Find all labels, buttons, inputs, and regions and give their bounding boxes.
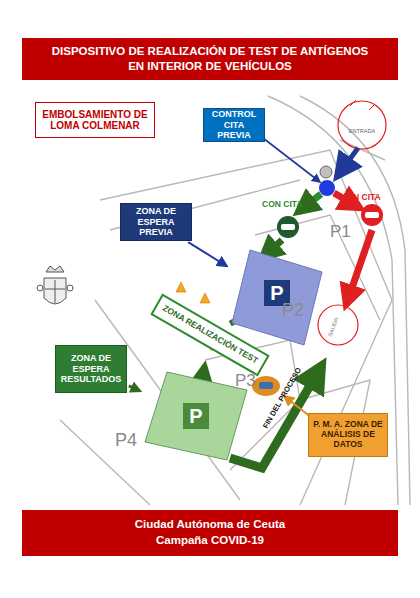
entrance-ticks bbox=[350, 100, 375, 110]
flow-label: CON CITA bbox=[262, 199, 302, 209]
parking-id: P3 bbox=[235, 371, 256, 391]
entrance-circle bbox=[338, 101, 386, 149]
pma-vehicle bbox=[252, 376, 280, 396]
waiting-zone-box: ZONA DE ESPERA PREVIA bbox=[120, 203, 192, 241]
exit-circle bbox=[318, 305, 358, 345]
title-text: DISPOSITIVO DE REALIZACIÓN DE TEST DE AN… bbox=[45, 44, 375, 74]
flow-arrow bbox=[203, 366, 205, 378]
control-dot bbox=[319, 180, 335, 196]
node-text: EMBOLSAMIENTO DE LOMA COLMENAR bbox=[40, 109, 150, 132]
coat-of-arms bbox=[37, 266, 73, 304]
parking-area bbox=[232, 250, 322, 345]
caption-text: Ciudad Autónoma de Ceuta Campaña COVID-1… bbox=[123, 517, 298, 548]
node-text: CONTROL CITA PREVIA bbox=[208, 109, 260, 140]
flow-label: SIN CITA bbox=[345, 192, 381, 202]
no-appointment-exit-arrow bbox=[346, 230, 372, 305]
flow-label: FIN DEL PROCESO bbox=[261, 366, 303, 430]
road-lines bbox=[60, 96, 410, 505]
flow-arrow bbox=[188, 242, 227, 266]
area-label-box: EMBOLSAMIENTO DE LOMA COLMENAR bbox=[35, 102, 155, 138]
data-analysis-box: P. M. A. ZONA DE ANÁLISIS DE DATOS bbox=[308, 413, 388, 457]
car-icon bbox=[365, 212, 379, 218]
parking-p4: PP4 bbox=[145, 372, 247, 460]
parking-id: P4 bbox=[115, 430, 137, 451]
caption-banner: Ciudad Autónoma de Ceuta Campaña COVID-1… bbox=[22, 510, 398, 556]
exit-label: SALIDA bbox=[327, 317, 339, 337]
car-shape bbox=[281, 224, 295, 230]
flow-arrow bbox=[129, 386, 140, 391]
parking-id: P1 bbox=[330, 222, 351, 242]
title-banner: DISPOSITIVO DE REALIZACIÓN DE TEST DE AN… bbox=[22, 38, 398, 80]
parking-p2: PP2 bbox=[232, 250, 322, 345]
node-text: P. M. A. ZONA DE ANÁLISIS DE DATOS bbox=[313, 420, 383, 449]
control-booth bbox=[320, 166, 332, 178]
entry-arrow bbox=[336, 148, 358, 178]
node-text: ZONA DE ESPERA PREVIA bbox=[125, 206, 187, 237]
control-box: CONTROL CITA PREVIA bbox=[203, 108, 265, 142]
parking-id: P2 bbox=[282, 300, 304, 321]
parking-sign: P bbox=[183, 403, 209, 429]
node-text: ZONA DE ESPERA RESULTADOS bbox=[60, 353, 122, 384]
control-leader bbox=[263, 138, 320, 182]
results-waiting-box: ZONA DE ESPERA RESULTADOS bbox=[55, 345, 127, 393]
entrance-label: ENTRADA bbox=[349, 128, 375, 134]
parking-area bbox=[145, 372, 247, 460]
stop-icon bbox=[361, 204, 383, 226]
car-icon bbox=[277, 216, 299, 238]
pma-vehicle-window bbox=[259, 382, 273, 389]
